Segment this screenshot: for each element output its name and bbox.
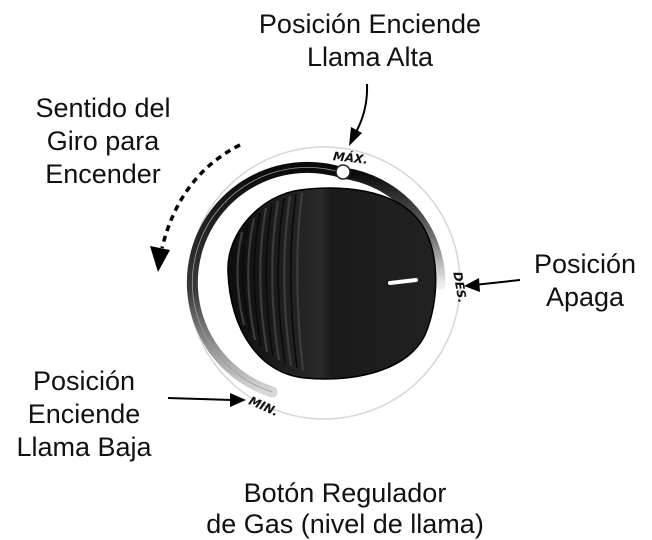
dial-mark-max: MÁX.	[332, 148, 368, 167]
arrow-to-off	[464, 278, 521, 292]
rotation-direction-arrow	[150, 143, 241, 272]
flame-track-right	[337, 167, 446, 290]
knob-indicator	[388, 278, 418, 285]
label-rotation-direction: Sentido del Giro para Encender	[35, 93, 171, 189]
arrow-to-min	[167, 393, 246, 407]
arrow-to-max	[349, 83, 369, 146]
label-min-position: Posición Enciende Llama Baja	[16, 366, 152, 462]
label-max-position: Posición Enciende Llama Alta	[258, 9, 482, 72]
label-off-position: Posición Apaga	[533, 249, 637, 312]
max-marker-dot	[335, 164, 351, 180]
dial-mark-off: DES.	[450, 271, 469, 304]
diagram-caption: Botón Regulador de Gas (nivel de llama)	[206, 478, 484, 539]
knob[interactable]	[227, 187, 437, 380]
